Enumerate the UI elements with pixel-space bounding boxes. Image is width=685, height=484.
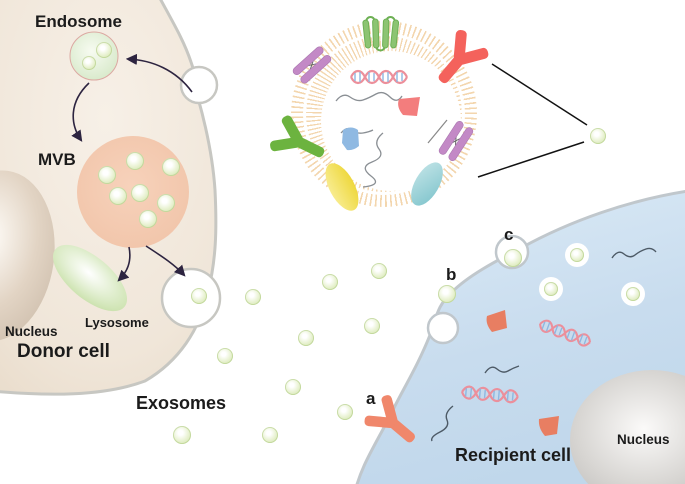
lysosome bbox=[52, 244, 128, 312]
endocytosis-to-endosome-arrow bbox=[125, 53, 193, 93]
mvb-label: MVB bbox=[38, 150, 76, 169]
intraluminal-vesicle bbox=[131, 184, 149, 202]
intraluminal-vesicle bbox=[96, 42, 112, 58]
exosome bbox=[337, 404, 353, 420]
donor-nucleus bbox=[0, 170, 55, 342]
exosome bbox=[217, 348, 233, 364]
exosome bbox=[371, 263, 387, 279]
uptake-c-label: c bbox=[504, 225, 514, 244]
uptake-a-label: a bbox=[366, 389, 376, 408]
exosome bbox=[590, 128, 606, 144]
intraluminal-vesicle bbox=[126, 152, 144, 170]
intraluminal-vesicle bbox=[109, 187, 127, 205]
donor-nucleus-label: Nucleus bbox=[5, 324, 58, 339]
exosome bbox=[298, 330, 314, 346]
exosome bbox=[245, 289, 261, 305]
endosome-label: Endosome bbox=[35, 12, 122, 31]
donor-endocytosis-cup bbox=[179, 65, 219, 105]
endocytosed-exosome bbox=[570, 248, 584, 262]
recipient-nucleus-label: Nucleus bbox=[617, 432, 670, 447]
mvb-to-lysosome-arrow bbox=[117, 246, 131, 282]
exosome bbox=[191, 288, 207, 304]
recipient-nucleus bbox=[570, 370, 685, 484]
exosome bbox=[285, 379, 301, 395]
intraluminal-vesicle bbox=[139, 210, 157, 228]
uptake-b-label: b bbox=[446, 265, 457, 284]
endocytosed-exosome bbox=[544, 282, 558, 296]
exosome bbox=[438, 285, 456, 303]
mvb-to-membrane-arrow bbox=[145, 245, 186, 277]
endocytosed-exosome bbox=[626, 287, 640, 301]
exosome bbox=[322, 274, 338, 290]
exosomes-label: Exosomes bbox=[136, 393, 227, 413]
intraluminal-vesicle bbox=[82, 56, 96, 70]
recipient-uptake-cup bbox=[426, 311, 460, 345]
donor-cell-label: Donor cell bbox=[17, 341, 110, 362]
exosome bbox=[262, 427, 278, 443]
recipient-cell-label: Recipient cell bbox=[455, 445, 572, 465]
exosome bbox=[173, 426, 191, 444]
intraluminal-vesicle bbox=[157, 194, 175, 212]
exosome bbox=[504, 249, 522, 267]
intraluminal-vesicle bbox=[162, 158, 180, 176]
exosome bbox=[364, 318, 380, 334]
intraluminal-vesicle bbox=[98, 166, 116, 184]
lysosome-label: Lysosome bbox=[85, 315, 149, 330]
endosome-to-mvb-arrow bbox=[71, 82, 90, 142]
